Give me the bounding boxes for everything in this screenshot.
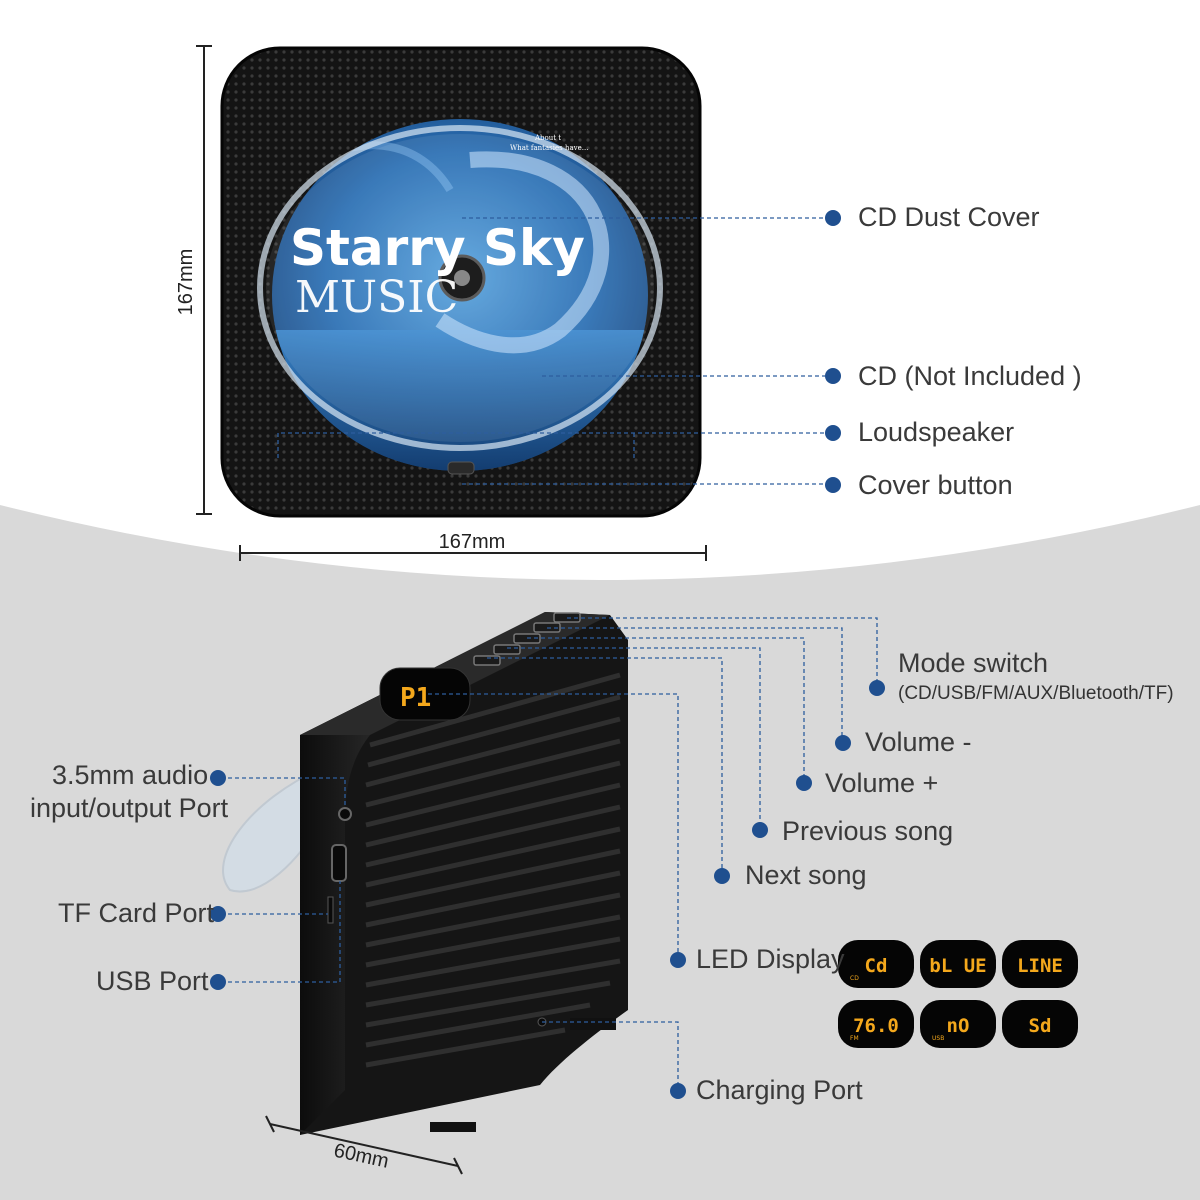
cover-button[interactable] xyxy=(447,461,475,475)
dimension-height-label: 167mm xyxy=(175,249,197,316)
cooling-ridges xyxy=(365,672,621,1068)
previous-song-button[interactable] xyxy=(493,644,521,655)
label-previous-song: Previous song xyxy=(782,816,954,846)
label-volume-up: Volume + xyxy=(825,768,939,798)
led-screen: bL UE xyxy=(920,940,996,988)
led-screen-text: Cd xyxy=(865,955,888,977)
label-audio-line1: 3.5mm audio xyxy=(52,760,209,790)
label-cd-dust-cover: CD Dust Cover xyxy=(858,202,1040,232)
tf-card-slot xyxy=(327,896,334,924)
dimension-width-label: 167mm xyxy=(439,531,506,553)
device-led-text: P1 xyxy=(400,683,431,713)
label-cd-not-included: CD (Not Included ) xyxy=(858,361,1082,391)
led-screen-bg xyxy=(920,940,996,988)
label-usb-port: USB Port xyxy=(96,966,209,996)
bottom-device: P1 xyxy=(222,612,628,1135)
led-screen-text: 76.0 xyxy=(853,1015,899,1037)
label-cover-button: Cover button xyxy=(858,470,1013,500)
led-screen-bg xyxy=(1002,940,1078,988)
led-screen-bg xyxy=(920,1000,996,1048)
label-charging-port: Charging Port xyxy=(696,1075,863,1105)
label-tf-card-port: TF Card Port xyxy=(58,898,215,928)
top-leaders xyxy=(277,217,825,485)
led-screen: 76.0FM xyxy=(838,1000,914,1048)
led-screen: LINE xyxy=(1002,940,1078,988)
device-side-panel xyxy=(300,735,370,1135)
led-screen-bg xyxy=(1002,1000,1078,1048)
top-dots xyxy=(825,210,841,493)
label-led-display: LED Display xyxy=(696,944,845,974)
right-leaders xyxy=(428,617,878,1091)
led-screen-bg xyxy=(838,1000,914,1048)
label-mode-options: (CD/USB/FM/AUX/Bluetooth/TF) xyxy=(898,683,1174,704)
foot-back xyxy=(570,1018,616,1030)
led-screen: Sd xyxy=(1002,1000,1078,1048)
led-screen-text: Sd xyxy=(1029,1015,1052,1037)
dimension-width xyxy=(239,545,707,561)
led-screen-subtext: FM xyxy=(850,1035,859,1042)
label-volume-down: Volume - xyxy=(865,727,972,757)
led-screen-text: bL UE xyxy=(929,955,986,977)
left-dots xyxy=(210,770,226,990)
disc-tiny-line1: About t xyxy=(534,134,561,142)
dimension-depth xyxy=(265,1115,463,1175)
led-screen-subtext: USB xyxy=(932,1035,944,1042)
led-screen-text: LINE xyxy=(1017,955,1063,977)
right-dots xyxy=(670,680,885,1099)
left-leaders xyxy=(228,777,346,983)
audio-port xyxy=(338,807,352,821)
label-loudspeaker: Loudspeaker xyxy=(858,417,1015,447)
led-screen-subtext: CD xyxy=(850,975,859,982)
label-mode-switch: Mode switch xyxy=(898,648,1049,678)
disc-title: Starry Sky xyxy=(290,219,585,277)
top-device: Starry Sky MUSIC About t What fantasies … xyxy=(220,46,702,518)
dust-cover-ring xyxy=(257,125,663,451)
led-screen-bg xyxy=(838,940,914,988)
disc-subtitle: MUSIC xyxy=(295,272,458,323)
next-song-button[interactable] xyxy=(473,655,501,666)
dimension-height xyxy=(196,45,212,515)
foot-front xyxy=(430,1122,476,1132)
led-screen-text: nO xyxy=(947,1015,970,1037)
label-next-song: Next song xyxy=(745,860,867,890)
usb-port xyxy=(331,844,347,882)
disc-tiny-line2: What fantasies have... xyxy=(510,144,588,152)
label-audio-line2: input/output Port xyxy=(30,793,229,823)
